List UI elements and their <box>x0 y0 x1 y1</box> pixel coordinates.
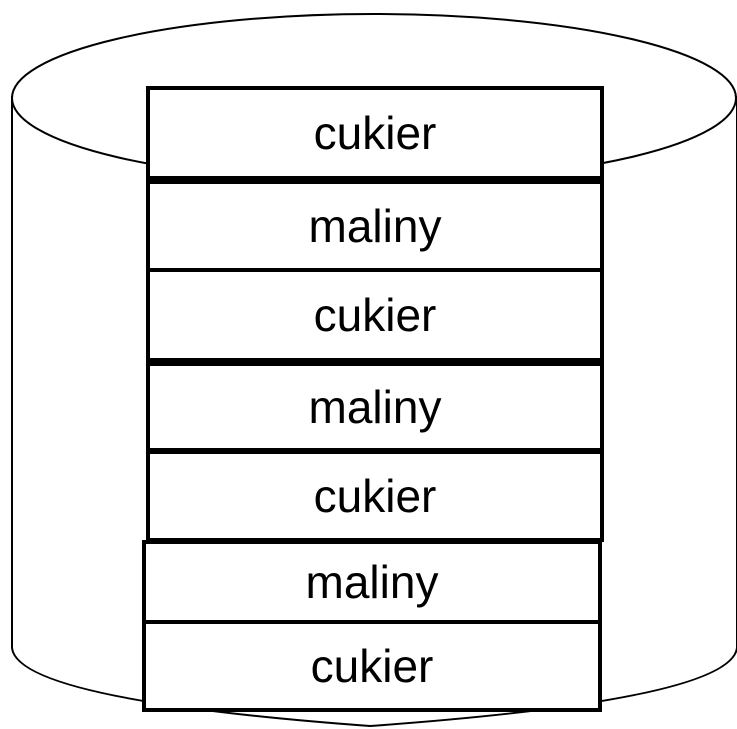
layer-6-label: maliny <box>305 556 439 608</box>
layer-1-label: cukier <box>313 107 437 159</box>
layer-7: cukier <box>142 620 602 712</box>
layer-1: cukier <box>146 86 604 180</box>
layer-5-label: cukier <box>313 470 437 522</box>
jar-body-outline <box>11 96 737 728</box>
layer-2: maliny <box>146 180 604 272</box>
layer-4: maliny <box>146 362 604 452</box>
layer-5: cukier <box>146 450 604 542</box>
layer-4-label: maliny <box>308 381 442 433</box>
layer-7-label: cukier <box>310 640 434 692</box>
layer-3-label: cukier <box>313 289 437 341</box>
layer-3: cukier <box>146 268 604 362</box>
layer-2-label: maliny <box>308 200 442 252</box>
layer-6: maliny <box>142 540 602 624</box>
